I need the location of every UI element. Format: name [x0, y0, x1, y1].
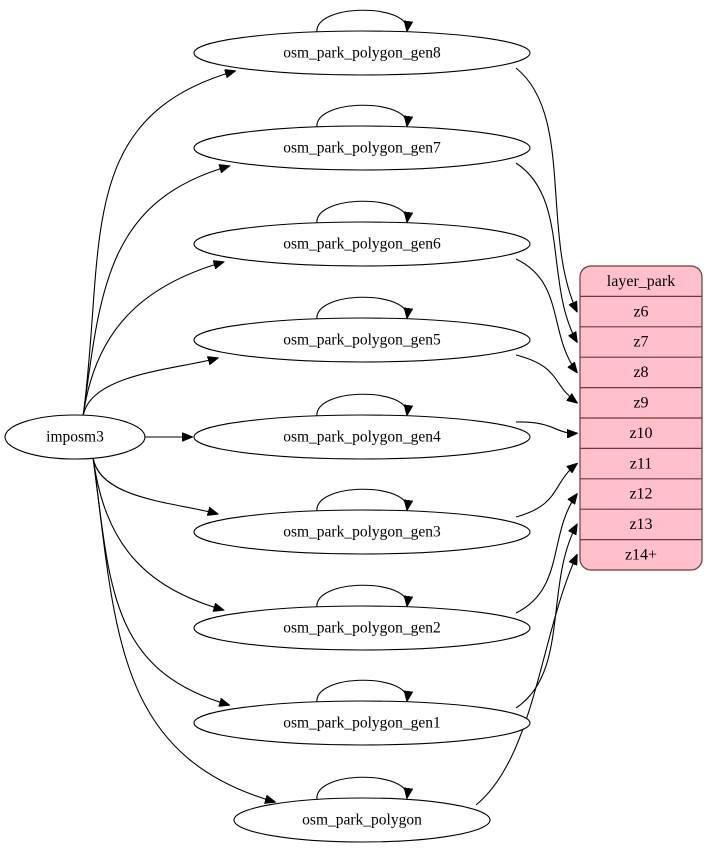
edge-gen2-row6 — [515, 494, 577, 614]
edge-gen6-row2 — [515, 258, 577, 372]
edge-gen1-row7 — [515, 524, 577, 709]
self-loop-gen3 — [316, 488, 407, 513]
ellipse-gen3[interactable] — [193, 509, 531, 555]
ellipse-gen6[interactable] — [193, 221, 531, 267]
edge-imposm3-gen5 — [82, 358, 218, 418]
self-loop-gen4 — [316, 393, 407, 418]
ellipse-gen5[interactable] — [193, 317, 531, 363]
self-loop-gen2 — [316, 584, 407, 609]
self-loop-gen1 — [316, 679, 407, 704]
edge-group-self-loops — [316, 9, 407, 801]
edge-imposm3-gen7 — [82, 166, 229, 418]
edge-imposm3-gen6 — [82, 262, 224, 418]
self-loop-gen5 — [316, 296, 407, 321]
edge-gen7-row1 — [515, 162, 577, 342]
ellipse-base[interactable] — [233, 797, 491, 843]
edge-group-to-layer-park — [475, 67, 577, 806]
edge-gen5-row3 — [515, 354, 577, 403]
edge-imposm3-base — [92, 456, 275, 802]
self-loop-gen7 — [316, 104, 407, 129]
edge-group-imposm3 — [82, 71, 275, 802]
self-loop-base — [316, 776, 407, 801]
edge-imposm3-gen2 — [92, 456, 223, 610]
edge-gen3-row5 — [515, 464, 577, 518]
ellipse-gen4[interactable] — [193, 414, 531, 460]
ellipse-gen1[interactable] — [193, 700, 531, 746]
edge-gen4-row4 — [515, 421, 577, 433]
ellipse-gen2[interactable] — [193, 605, 531, 651]
ellipse-gen7[interactable] — [193, 125, 531, 171]
edge-imposm3-gen1 — [92, 456, 229, 705]
self-loop-gen6 — [316, 200, 407, 225]
edge-base-row8 — [475, 555, 577, 806]
imposm3-ellipse[interactable] — [4, 414, 146, 460]
self-loop-gen8 — [316, 9, 407, 34]
node-imposm3[interactable]: imposm3 — [4, 414, 146, 460]
edge-gen8-row0 — [515, 67, 577, 312]
edge-imposm3-gen3 — [92, 456, 218, 514]
edge-imposm3-gen8 — [82, 71, 235, 418]
ellipse-gen8[interactable] — [193, 30, 531, 76]
node-group-polygons: osm_park_polygon_gen8osm_park_polygon_ge… — [193, 30, 531, 843]
